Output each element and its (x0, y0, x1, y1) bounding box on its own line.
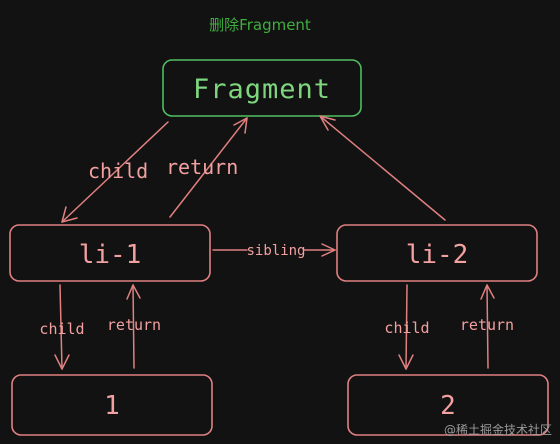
edge-label-return-fragment: return (166, 155, 238, 179)
node-fragment-box (162, 59, 362, 117)
node-li-2: li-2 (336, 224, 538, 282)
edge-fragment-li1-child (61, 121, 169, 223)
edge-li1-n1-child (54, 284, 70, 370)
edge-label-child-2: child (384, 319, 429, 337)
edge-li1-fragment-return (169, 117, 248, 218)
node-li-2-box (336, 224, 538, 282)
node-li-1-label: li-1 (79, 240, 142, 270)
node-2: 2 (347, 374, 549, 436)
node-fragment-label: Fragment (193, 74, 331, 105)
node-2-label: 2 (440, 391, 456, 421)
node-li-1-box (9, 224, 211, 282)
node-li-1: li-1 (9, 224, 211, 282)
node-1: 1 (11, 374, 213, 436)
edge-n1-li1-return (126, 284, 141, 369)
edge-li2-fragment (319, 115, 446, 221)
edge-label-return-2: return (460, 316, 514, 334)
edge-label-child-fragment: child (88, 159, 148, 183)
edge-label-sibling: sibling (246, 243, 305, 259)
edge-label-child-1: child (39, 320, 84, 338)
node-2-box (347, 374, 549, 436)
node-fragment: Fragment (162, 59, 362, 117)
node-1-box (11, 374, 213, 436)
watermark: @稀土掘金技术社区 (444, 422, 552, 437)
edge-label-return-1: return (107, 316, 161, 334)
node-li-2-label: li-2 (406, 240, 469, 270)
node-1-label: 1 (104, 391, 120, 421)
diagram-title: 删除Fragment (209, 16, 311, 34)
edge-li2-n2-child (398, 284, 414, 370)
edge-li1-li2-sibling (212, 243, 336, 257)
edge-n2-li2-return (480, 284, 495, 369)
